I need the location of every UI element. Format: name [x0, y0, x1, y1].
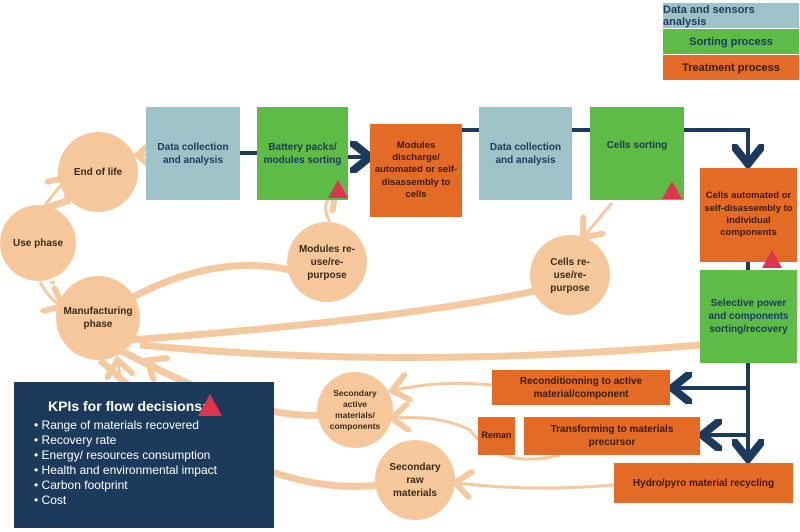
modules-discharge-box: Modules discharge/ automated or self-dis… [370, 124, 462, 217]
cells-reuse-node: Cells re-use/re-purpose [530, 235, 610, 315]
end-of-life-node: End of life [58, 132, 138, 212]
modules-reuse-node: Modules re-use/re-purpose [287, 222, 367, 302]
data-collection-box-2: Data collection and analysis [479, 107, 572, 200]
kpi-item: Health and environmental impact [34, 463, 262, 478]
secondary-active-materials-node: Secondary active materials/ components [317, 372, 393, 448]
kpi-item: Energy/ resources consumption [34, 448, 262, 463]
kpi-warning-triangle-icon [662, 181, 682, 199]
navy-arrow [684, 128, 748, 160]
hydro-pyro-box: Hydro/pyro material recycling [614, 463, 793, 503]
secondary-raw-materials-node: Secondary raw materials [375, 440, 455, 520]
use-phase-node: Use phase [0, 205, 76, 281]
kpi-item: Carbon footprint [34, 478, 262, 493]
orange-flow [129, 286, 541, 344]
legend-treatment: Treatment process [663, 55, 799, 80]
reconditioning-box: Reconditionning to active material/compo… [492, 370, 670, 405]
orange-arrow [585, 202, 614, 235]
kpi-panel: KPIs for flow decisions: Range of materi… [14, 382, 274, 528]
orange-arrow [395, 418, 561, 461]
kpi-warning-triangle-icon [328, 180, 348, 198]
orange-arrow [395, 383, 493, 390]
kpi-warning-triangle-icon [762, 250, 782, 268]
legend-data-sensors: Data and sensors analysis [663, 3, 799, 28]
cells-disassembly-box: Cells automated or self-disassembly to i… [700, 168, 797, 262]
orange-arrow [458, 483, 615, 488]
orange-arrow [49, 280, 56, 285]
orange-arrow [38, 281, 60, 305]
kpi-title: KPIs for flow decisions: [48, 398, 207, 414]
reman-box: Reman [478, 417, 515, 455]
selective-sorting-box: Selective power and components sorting/r… [700, 270, 797, 363]
orange-arrow [118, 363, 120, 376]
legend-sorting: Sorting process [663, 29, 799, 54]
kpi-item: Cost [34, 493, 262, 508]
battery-sorting-box: Battery packs/ modules sorting [257, 107, 348, 200]
kpi-warning-triangle-icon [198, 394, 222, 416]
kpi-item: Recovery rate [34, 433, 262, 448]
orange-arrow [150, 362, 171, 375]
transforming-box: Transforming to materials precursor [524, 417, 700, 455]
orange-flow [139, 341, 701, 361]
data-collection-box-1: Data collection and analysis [146, 107, 240, 200]
manufacturing-phase-node: Manufacturing phase [56, 276, 140, 360]
kpi-item: Range of materials recovered [34, 418, 262, 433]
